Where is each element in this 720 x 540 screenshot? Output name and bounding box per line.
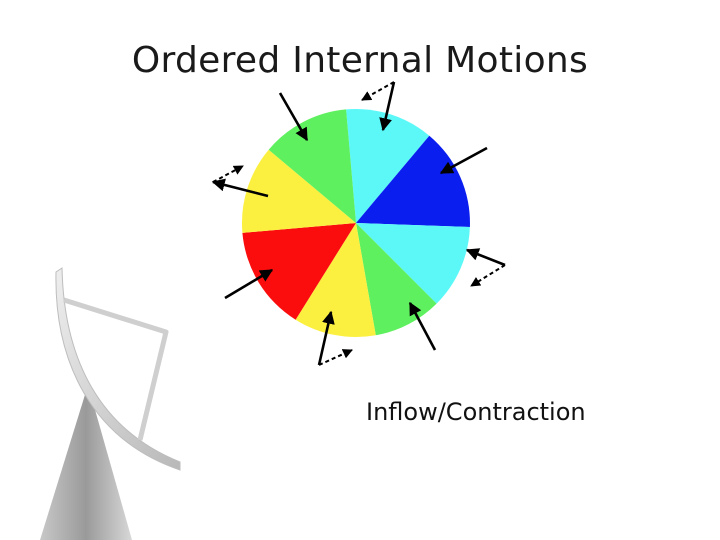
wheel-slice-cyan: [346, 108, 430, 223]
inflow-arrow: [379, 81, 396, 132]
inflow-arrow: [317, 310, 335, 366]
telescope-feed-arm: [63, 297, 169, 441]
telescope-mount: [40, 385, 132, 540]
caption-inflow-contraction: Inflow/Contraction: [366, 398, 586, 426]
wheel-slice-yellow: [295, 223, 376, 338]
rotation-arrows: [212, 81, 506, 366]
inflow-arrow: [439, 146, 488, 175]
inflow-arrow: [408, 301, 437, 351]
inflow-arrow: [211, 178, 269, 198]
wheel-slice-red: [242, 223, 356, 320]
wheel-slice-blue: [356, 135, 470, 227]
wheel-slice-green: [268, 109, 356, 223]
rotation-arrow: [212, 165, 244, 183]
inflow-arrows: [211, 81, 506, 366]
slide-title: Ordered Internal Motions: [131, 40, 589, 81]
wheel-slice-yellow: [241, 149, 356, 233]
radio-telescope-dish-icon: [40, 267, 181, 540]
rotation-arrow: [361, 81, 395, 101]
inflow-arrow: [465, 248, 506, 267]
inflow-arrow: [278, 92, 309, 142]
rotation-arrow: [470, 264, 506, 287]
color-wheel: [241, 108, 470, 338]
inflow-arrow: [224, 268, 274, 300]
rotation-arrow: [318, 349, 353, 366]
wheel-slice-cyan: [356, 223, 470, 304]
telescope-dish: [55, 267, 181, 471]
